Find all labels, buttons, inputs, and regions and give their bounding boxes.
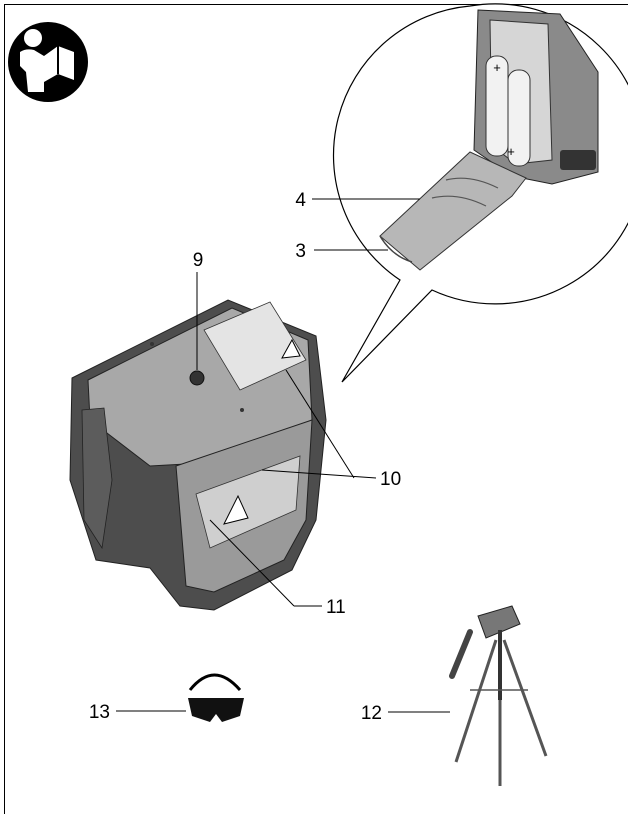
- tripod-socket: [189, 370, 205, 386]
- leader-lines: [116, 198, 450, 713]
- callout-3: 3: [295, 241, 306, 262]
- callout-10: 10: [380, 469, 401, 490]
- svg-text:+: +: [507, 144, 515, 159]
- frame-left-line: [4, 4, 5, 814]
- battery-left: +: [485, 55, 509, 157]
- callout-9: 9: [193, 250, 204, 271]
- battery-lid: [379, 151, 527, 271]
- battery-right: +: [507, 69, 531, 167]
- tripod: [449, 605, 548, 786]
- laser-warning-label-front: [195, 455, 301, 549]
- safety-glasses: [188, 673, 244, 722]
- detail-bubble: + +: [332, 3, 628, 383]
- svg-text:+: +: [493, 60, 501, 75]
- callout-11: 11: [326, 597, 346, 618]
- callout-12: 12: [361, 703, 382, 724]
- frame-top-line: [4, 4, 628, 5]
- leader-11: [209, 519, 295, 607]
- laser-warning-label-top: [203, 301, 307, 391]
- laser-level-body: [69, 299, 327, 611]
- leader-10a: [285, 369, 355, 479]
- leader-10b: [261, 469, 377, 479]
- read-manual-icon: [8, 22, 88, 102]
- battery-compartment: + +: [473, 9, 599, 185]
- callout-13: 13: [89, 702, 110, 723]
- callout-4: 4: [295, 190, 306, 211]
- callout-labels: 9 4 3 10 11 12 13: [89, 190, 401, 724]
